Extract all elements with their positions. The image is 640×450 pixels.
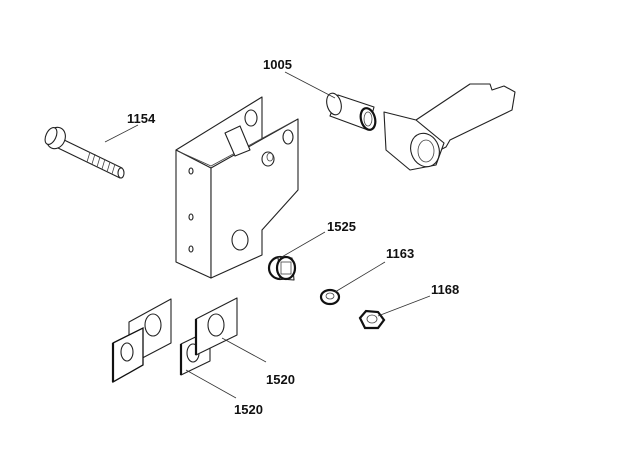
callout-1520-upper: 1520 (266, 372, 295, 387)
shims-left (111, 298, 172, 384)
bushing-1005 (326, 92, 377, 131)
callout-1005: 1005 (263, 57, 292, 72)
leader-lines (104, 71, 431, 399)
nut-1168 (358, 309, 386, 330)
control-arm (383, 83, 516, 171)
callout-1525: 1525 (327, 219, 356, 234)
callout-1163: 1163 (386, 246, 414, 261)
callout-1154: 1154 (127, 111, 156, 126)
mounting-bracket (175, 96, 299, 279)
callout-1168: 1168 (431, 282, 459, 297)
shims-right (179, 297, 238, 376)
washer-1163 (319, 288, 341, 306)
spacer-1525 (267, 255, 297, 281)
bolt-1154 (44, 126, 125, 179)
callout-1520-lower: 1520 (234, 402, 263, 417)
